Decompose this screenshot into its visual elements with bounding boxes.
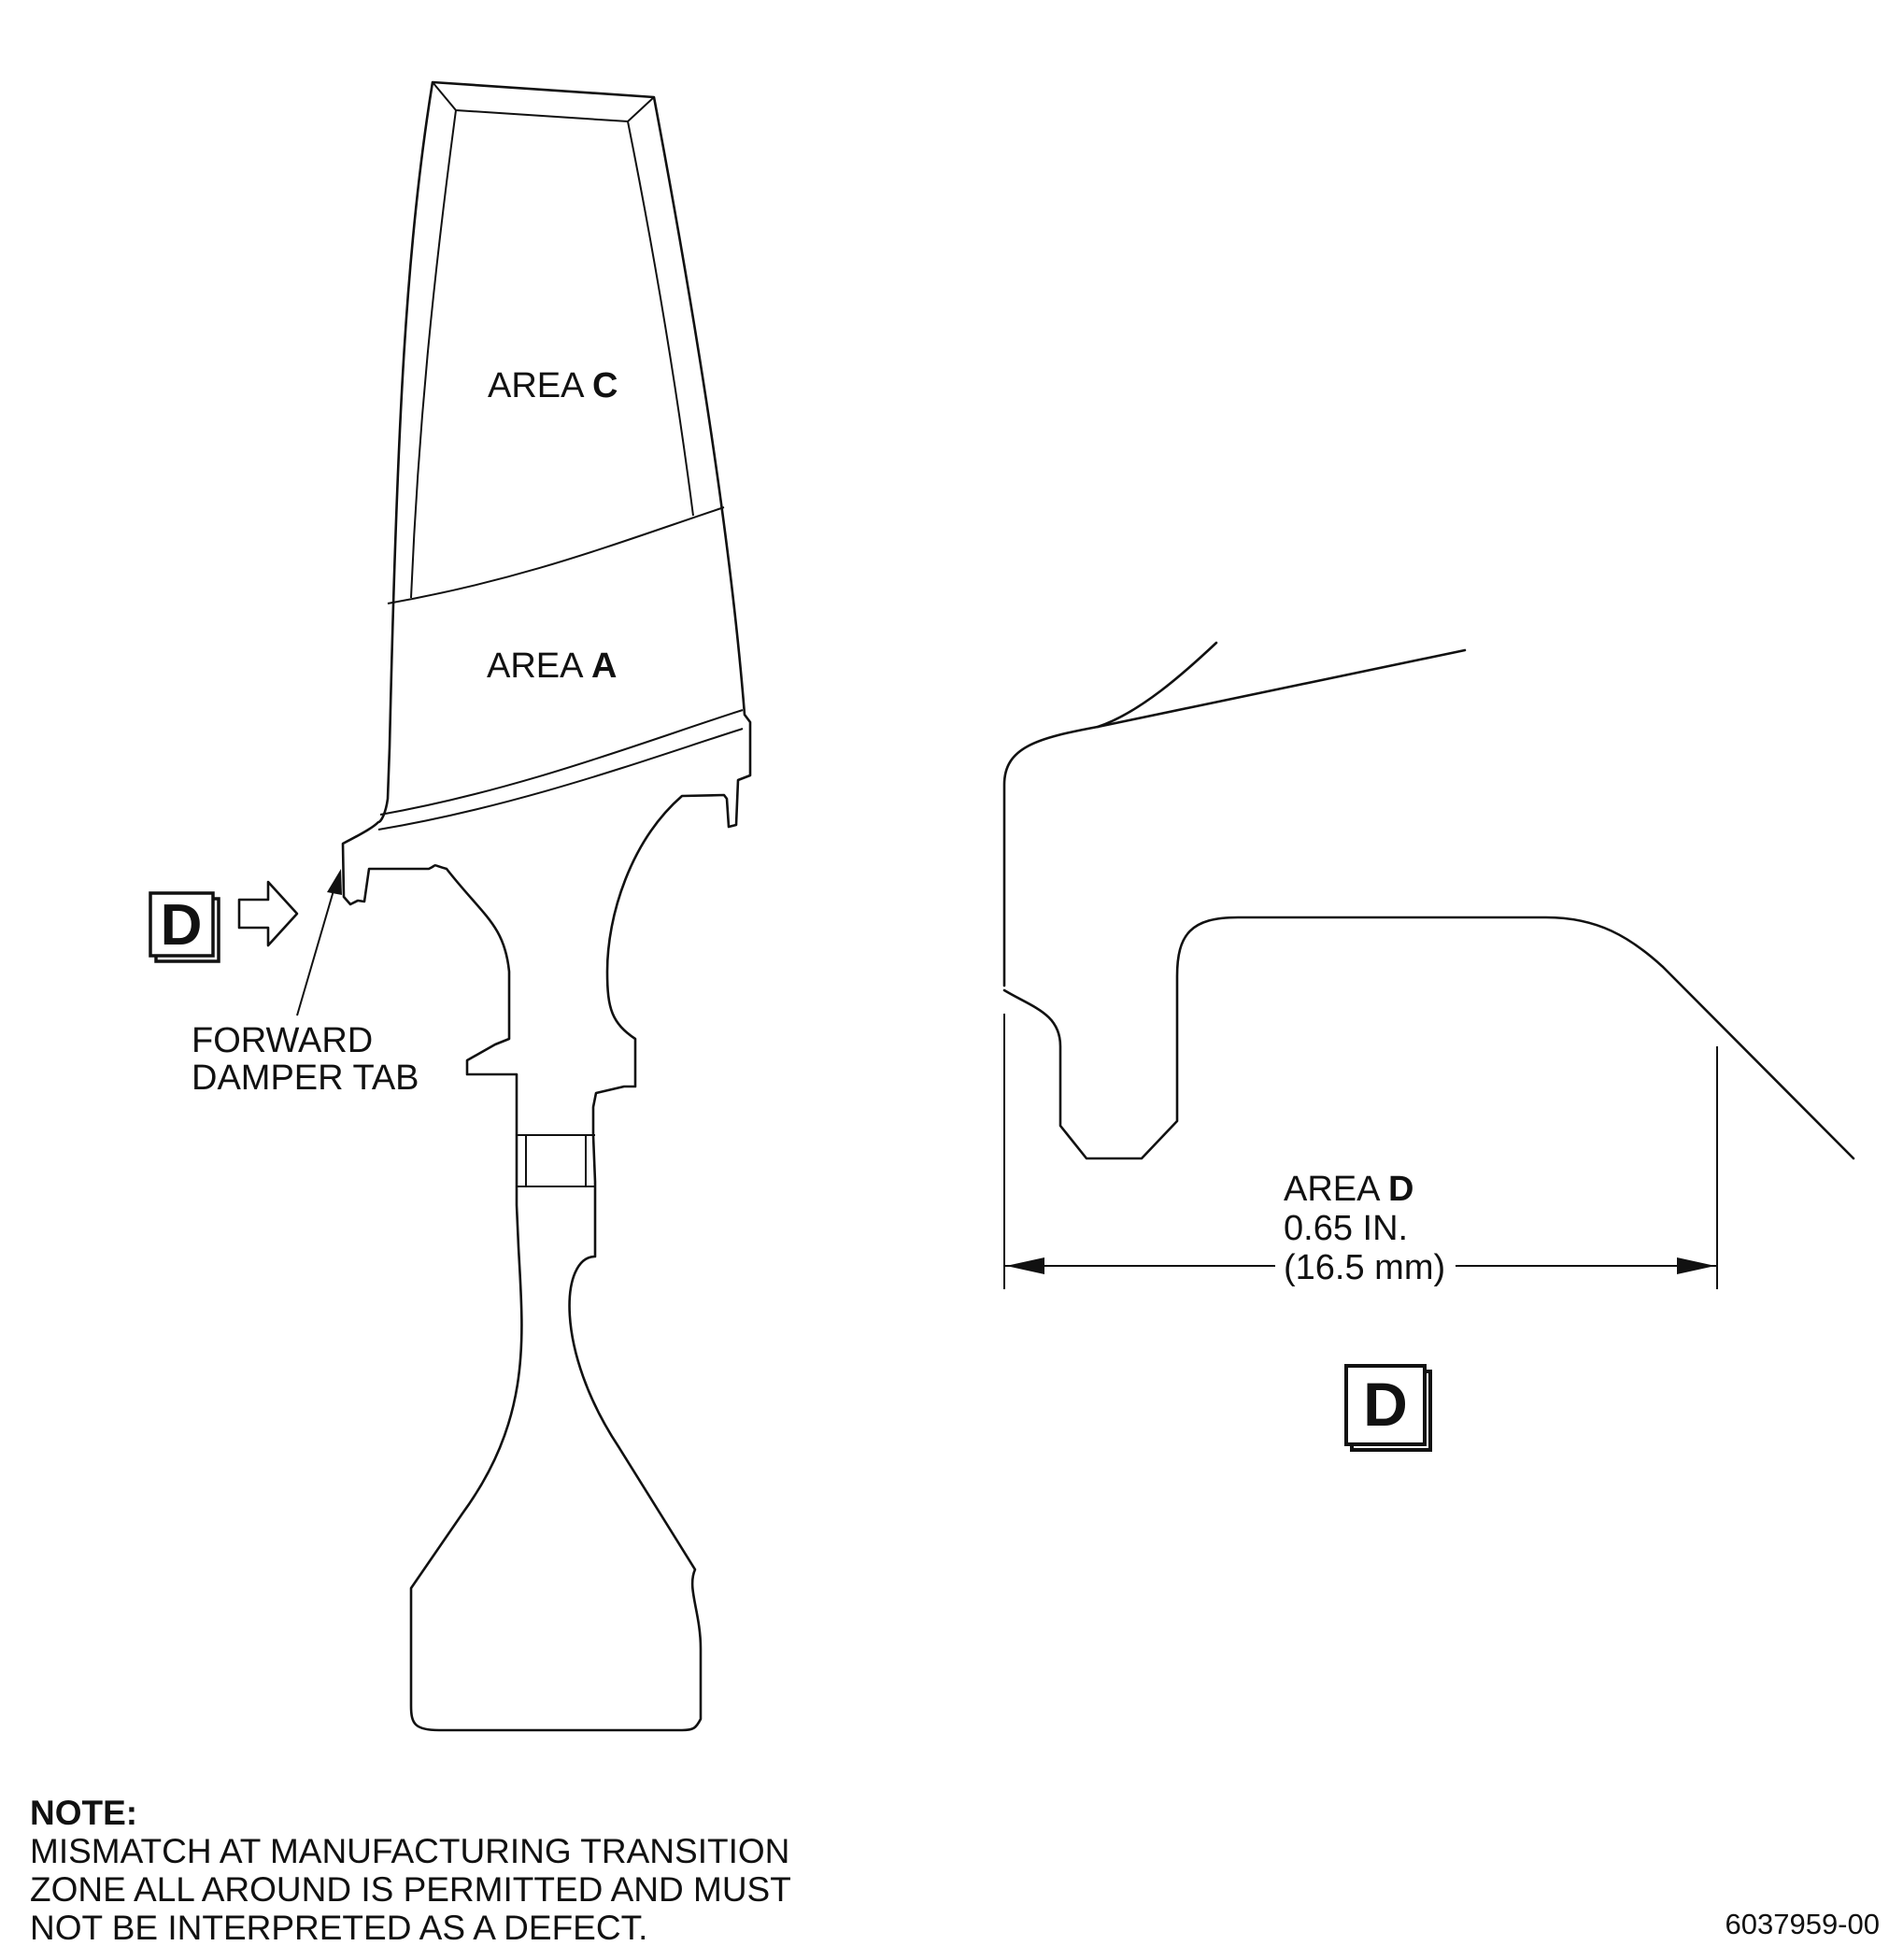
area-d-label: AREA D (1284, 1170, 1413, 1209)
view-marker-d: D (149, 891, 220, 963)
blade-outline (341, 80, 752, 1732)
damper-tab-label-line2: DAMPER TAB (192, 1058, 419, 1098)
note-line-1: MISMATCH AT MANUFACTURING TRANSITION (30, 1832, 790, 1870)
area-a-label: AREA A (487, 646, 617, 686)
dimension-mm: (16.5 mm) (1284, 1248, 1445, 1287)
area-d-dimension (1003, 1014, 1718, 1289)
area-c-label: AREA C (488, 366, 618, 405)
damper-tab-leader (296, 869, 342, 1016)
figure-number: 6037959-00 (1725, 1908, 1881, 1940)
note-title: NOTE: (30, 1794, 138, 1832)
detail-marker-d: D (1344, 1364, 1432, 1452)
detail-d-profile (1002, 641, 1855, 1160)
note-line-3: NOT BE INTERPRETED AS A DEFECT. (30, 1909, 648, 1947)
damper-tab-label-line1: FORWARD (192, 1021, 373, 1060)
note-line-2: ZONE ALL AROUND IS PERMITTED AND MUST (30, 1870, 791, 1909)
note-block: NOTE: MISMATCH AT MANUFACTURING TRANSITI… (30, 1794, 791, 1947)
dimension-inches: 0.65 IN. (1284, 1209, 1408, 1248)
view-arrow-icon (237, 880, 299, 947)
svg-text:D: D (161, 893, 203, 958)
svg-text:D: D (1363, 1370, 1408, 1439)
